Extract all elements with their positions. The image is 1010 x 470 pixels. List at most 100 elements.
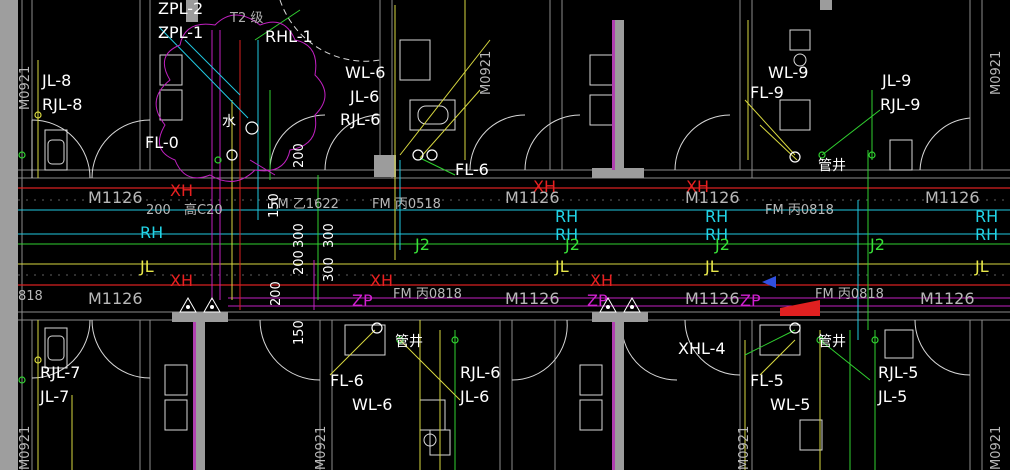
j2-label: J2 xyxy=(714,235,730,254)
riser-label: RJL-8 xyxy=(42,95,82,114)
zp-label: ZP xyxy=(587,291,608,310)
pipe-codes: XH XH XH XH XH XH RH RH RH RH RH RH RH J… xyxy=(139,177,998,310)
door-label: M1126 xyxy=(920,289,975,308)
riser-label: WL-5 xyxy=(770,395,810,414)
drawing-canvas[interactable] xyxy=(18,0,1010,470)
riser-label: FL-0 xyxy=(145,133,179,152)
shaft-label: 管井 xyxy=(818,158,846,174)
door-code-label: M0921 xyxy=(737,426,752,470)
fire-door-label: FM 丙0818 xyxy=(765,203,834,218)
door-label: M1126 xyxy=(505,188,560,207)
annotation-labels: ZPL-2 ZPL-1 T2 级 RHL-1 JL-8 RJL-8 FL-0 水… xyxy=(18,0,980,414)
fire-door-label: FM 丙0818 xyxy=(393,287,462,302)
riser-label: FL-9 xyxy=(750,83,784,102)
j2-label: J2 xyxy=(414,235,430,254)
door-label: M1126 xyxy=(505,289,560,308)
dimension-label: 200 xyxy=(292,143,307,168)
riser-label: JL-7 xyxy=(39,387,69,406)
riser-label: ZPL-2 xyxy=(158,0,203,18)
dimension-label: 818 xyxy=(18,289,43,304)
dimension-label: 200 xyxy=(292,250,307,275)
j2-label: J2 xyxy=(564,235,580,254)
fire-door-label: FM 乙1622 xyxy=(270,197,339,212)
fire-door-label: FM 丙0518 xyxy=(372,197,441,212)
dimension-label: 200 xyxy=(269,281,284,306)
rh-label: RH xyxy=(705,207,728,226)
dimension-label: 300 xyxy=(292,223,307,248)
elevation-label: 高C20 xyxy=(184,202,223,218)
jl-label: JL xyxy=(704,257,719,276)
door-label: M1126 xyxy=(685,188,740,207)
leader-lines xyxy=(159,9,881,401)
hydrant-symbols[interactable] xyxy=(179,296,641,313)
j2-label: J2 xyxy=(869,235,885,254)
riser-label: XHL-4 xyxy=(678,339,726,358)
xh-label: XH xyxy=(170,181,193,200)
riser-label: ZPL-1 xyxy=(158,23,203,42)
xh-label: XH xyxy=(590,271,613,290)
riser-label: WL-9 xyxy=(768,63,808,82)
riser-label: JL-8 xyxy=(41,71,71,90)
grade-label: T2 级 xyxy=(229,11,263,26)
xh-label: XH xyxy=(533,177,556,196)
riser-label: WL-6 xyxy=(352,395,392,414)
riser-label: RHL-1 xyxy=(265,27,313,46)
door-label: M1126 xyxy=(88,188,143,207)
door-label: M1126 xyxy=(685,289,740,308)
riser-label: FL-5 xyxy=(750,371,784,390)
fire-door-label: FM 丙0818 xyxy=(815,287,884,302)
rotated-labels: 200 150 300 300 200 300 200 150 M0921 M0… xyxy=(18,51,1004,470)
equipment-marker[interactable] xyxy=(780,300,820,316)
rh-label: RH xyxy=(975,225,998,244)
riser-label: RJL-6 xyxy=(460,363,500,382)
window-left-edge xyxy=(0,0,18,470)
riser-label: WL-6 xyxy=(345,63,385,82)
door-code-label: M0921 xyxy=(989,426,1004,470)
xh-label: XH xyxy=(170,271,193,290)
riser-label: RJL-7 xyxy=(40,363,80,382)
door-code-label: M0921 xyxy=(314,426,329,470)
dimension-label: 200 xyxy=(146,203,171,218)
valve-marker[interactable] xyxy=(762,276,776,288)
dimension-label: 150 xyxy=(292,320,307,345)
water-label: 水 xyxy=(222,114,236,130)
shaft-label: 管井 xyxy=(818,334,846,350)
dimension-label: 300 xyxy=(322,257,337,282)
shaft-label: 管井 xyxy=(395,334,423,350)
dimension-label: 150 xyxy=(267,193,282,218)
jl-label: JL xyxy=(554,257,569,276)
rh-label: RH xyxy=(555,225,578,244)
riser-label: RJL-6 xyxy=(340,110,380,129)
riser-label: JL-6 xyxy=(349,87,379,106)
door-code-label: M0921 xyxy=(989,51,1004,95)
xh-label: XH xyxy=(686,177,709,196)
riser-label: JL-9 xyxy=(881,71,911,90)
rh-label: RH xyxy=(975,207,998,226)
rh-label: RH xyxy=(705,225,728,244)
riser-label: FL-6 xyxy=(455,160,489,179)
door-code-label: M0921 xyxy=(479,51,494,95)
door-label: M1126 xyxy=(925,188,980,207)
jl-label: JL xyxy=(974,257,989,276)
pipe-runs[interactable] xyxy=(18,187,1010,307)
rh-label: RH xyxy=(555,207,578,226)
jl-label: JL xyxy=(139,257,154,276)
riser-symbols[interactable] xyxy=(18,111,879,384)
riser-label: RJL-5 xyxy=(878,363,918,382)
riser-label: FL-6 xyxy=(330,371,364,390)
dimension-label: 300 xyxy=(322,223,337,248)
riser-label: RJL-9 xyxy=(880,95,920,114)
door-label: M1126 xyxy=(88,289,143,308)
rh-label: RH xyxy=(140,223,163,242)
xh-label: XH xyxy=(370,271,393,290)
revision-cloud xyxy=(155,14,326,182)
structural-columns xyxy=(172,0,832,470)
wall-lines xyxy=(18,0,1010,470)
riser-label: JL-6 xyxy=(459,387,489,406)
riser-label: JL-5 xyxy=(877,387,907,406)
zp-label: ZP xyxy=(740,291,761,310)
door-code-label: M0921 xyxy=(18,426,33,470)
zp-label: ZP xyxy=(352,291,373,310)
door-code-label: M0921 xyxy=(18,66,33,110)
